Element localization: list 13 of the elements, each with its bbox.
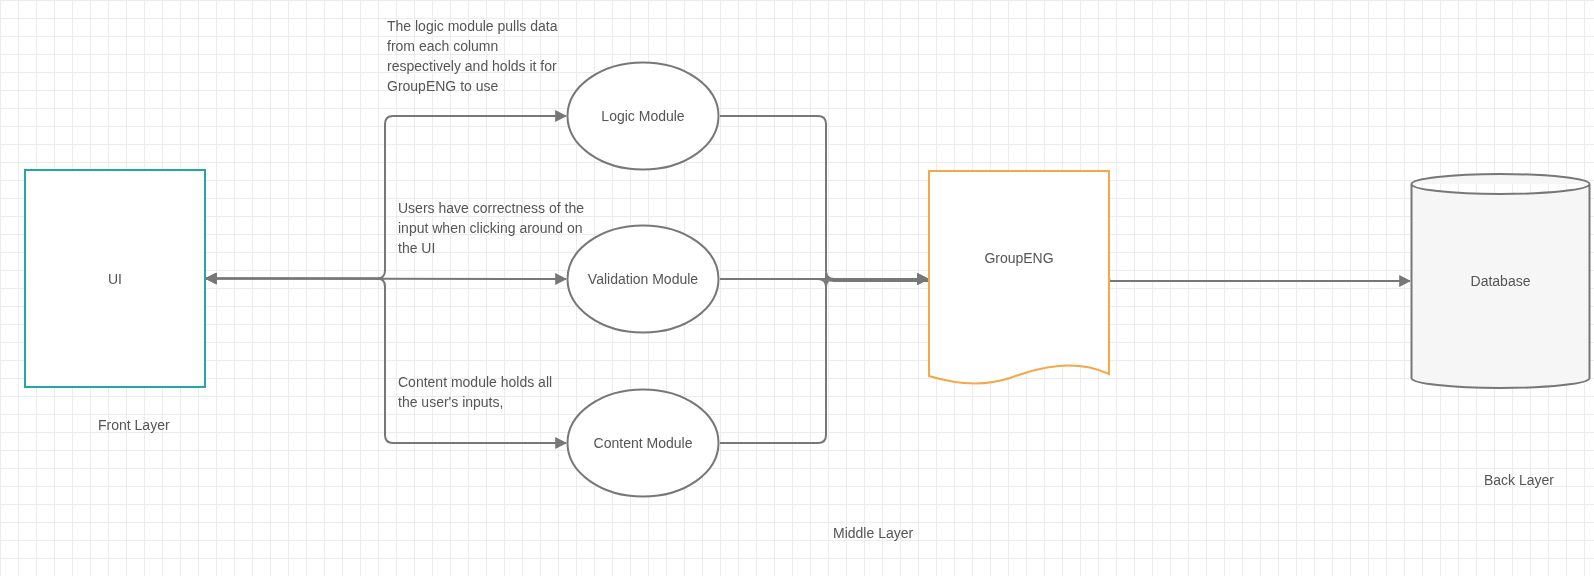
node-label: Validation Module bbox=[587, 270, 699, 289]
annotation-text: Content module holds all the user's inputs, bbox=[398, 373, 554, 412]
node-label: Logic Module bbox=[601, 107, 685, 126]
annotation-text: Users have correctness of the input when clicking around on the UI bbox=[398, 199, 585, 258]
node-label: Database bbox=[1470, 272, 1531, 291]
annotation-text: Front Layer bbox=[98, 416, 171, 435]
annotation-text: The logic module pulls data from each column respectively and holds it for GroupENG to use bbox=[387, 17, 559, 96]
annotation-text: Back Layer bbox=[1484, 471, 1556, 490]
node-label: UI bbox=[108, 269, 122, 289]
node-label: GroupENG bbox=[984, 249, 1054, 268]
node-label: Content Module bbox=[593, 434, 693, 453]
annotation-text: Middle Layer bbox=[833, 524, 915, 543]
process-box bbox=[24, 169, 206, 388]
